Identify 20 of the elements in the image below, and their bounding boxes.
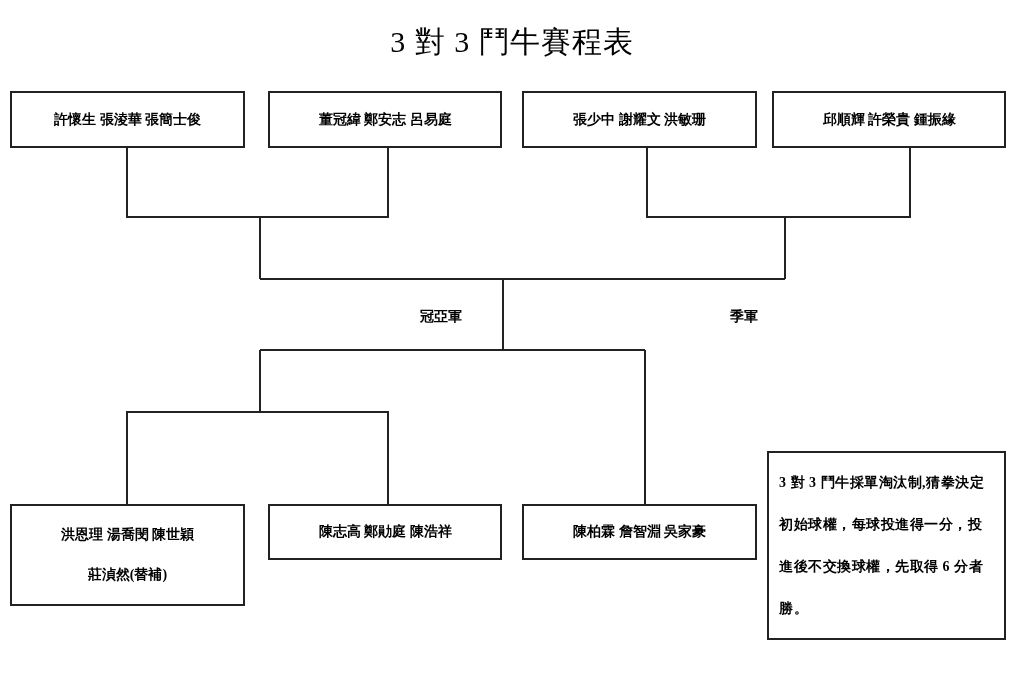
round-label: 冠亞軍 — [420, 308, 462, 326]
substitute-name: 莊湞然(替補) — [87, 566, 168, 584]
round-label: 季軍 — [730, 308, 758, 326]
team-box — [522, 91, 757, 148]
team-names: 張少中 謝耀文 洪敏珊 — [573, 110, 706, 129]
team-box — [268, 504, 502, 560]
team-names: 洪恩理 湯喬閔 陳世穎 — [61, 526, 194, 544]
team-names: 陳志高 鄭勛庭 陳浩祥 — [318, 523, 452, 541]
team-box — [10, 504, 245, 606]
team-box — [772, 91, 1006, 148]
rules-text: 3 對 3 鬥牛採單淘汰制,猜拳決定初始球權，每球投進得一分，投進後不交換球權，先取得 6 分者勝。 — [779, 473, 985, 618]
team-names: 陳柏霖 詹智淵 吳家豪 — [573, 523, 706, 541]
team-box — [268, 91, 502, 148]
team-names: 邱順輝 許榮貴 鍾振緣 — [822, 110, 956, 129]
rules-note-box — [767, 451, 1006, 640]
team-box — [10, 91, 245, 148]
team-box — [522, 504, 757, 560]
title: 3 對 3 鬥牛賽程表 — [389, 24, 635, 60]
team-names: 董冠緯 鄭安志 呂易庭 — [318, 110, 452, 129]
team-names: 許懷生 張淩華 張簡士俊 — [54, 110, 201, 129]
